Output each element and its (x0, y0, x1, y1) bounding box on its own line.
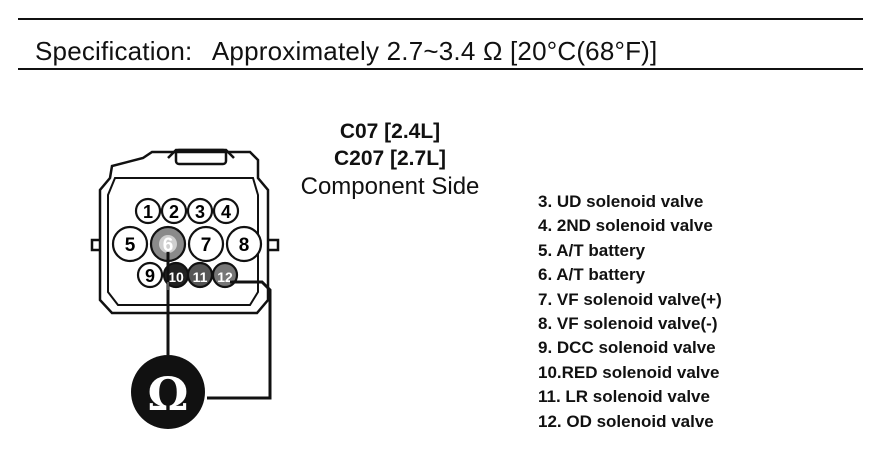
top-rule (18, 18, 863, 20)
pin-3-label: 3 (195, 202, 205, 222)
connector-view-label: Component Side (300, 173, 480, 200)
pin-8: 8 (225, 225, 263, 263)
pin-6-label: 6 (163, 235, 174, 256)
connector-header: C07 [2.4L] C207 [2.7L] Component Side (295, 118, 485, 202)
pin-12-label: 12 (217, 269, 233, 285)
legend-item-pin-5: 5. A/T battery (538, 240, 646, 260)
legend-item-pin-12: 12. OD solenoid valve (538, 411, 714, 431)
pin-11-label: 11 (193, 269, 208, 285)
connector-code-2-7l: C207 [2.7L] (333, 147, 447, 170)
legend-item-pin-4: 4. 2ND solenoid valve (538, 216, 713, 236)
pin-7-label: 7 (201, 235, 212, 256)
pin-9-label: 9 (145, 266, 155, 286)
pin-11: 11 (186, 261, 214, 289)
pin-3: 3 (186, 197, 214, 225)
ohmmeter: Ω (131, 355, 205, 429)
pin-10-label: 10 (168, 269, 184, 285)
connector-code-2-4l: C07 [2.4L] (339, 120, 441, 143)
legend-item-pin-11: 11. LR solenoid valve (538, 387, 710, 407)
bottom-rule (18, 68, 863, 70)
legend-item-pin-6: 6. A/T battery (538, 265, 646, 285)
probe-leads (166, 252, 272, 400)
ohm-icon: Ω (148, 367, 189, 421)
specification-line: Specification: Approximately 2.7~3.4 Ω [… (35, 36, 657, 67)
pin-8-label: 8 (239, 235, 250, 256)
legend-item-pin-9: 9. DCC solenoid valve (538, 338, 716, 358)
pin-4-label: 4 (221, 202, 231, 222)
pin-2: 2 (160, 197, 188, 225)
pin-9: 9 (136, 261, 164, 289)
legend-item-pin-7: 7. VF solenoid valve(+) (538, 289, 722, 309)
pin-7: 7 (187, 225, 225, 263)
specification-value: Approximately 2.7~3.4 Ω [20°C(68°F)] (211, 36, 658, 66)
pin-2-label: 2 (169, 202, 179, 222)
pin-1: 1 (134, 197, 162, 225)
pin-1-label: 1 (143, 202, 153, 222)
legend-item-pin-3: 3. UD solenoid valve (538, 192, 704, 211)
pin-4: 4 (212, 197, 240, 225)
legend-item-pin-8: 8. VF solenoid valve(-) (538, 313, 718, 333)
specification-label: Specification: (35, 36, 193, 66)
legend-item-pin-10: 10.RED solenoid valve (538, 362, 720, 382)
pin-5-label: 5 (125, 235, 136, 256)
pin-5: 5 (111, 225, 149, 263)
pin-legend: 3. UD solenoid valve 4. 2ND solenoid val… (538, 190, 722, 434)
